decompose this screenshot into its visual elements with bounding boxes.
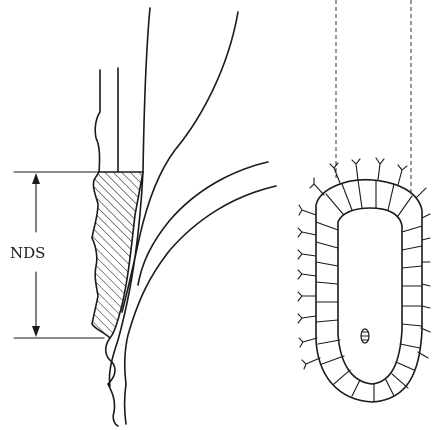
left-outer-contour-lower	[106, 338, 118, 426]
u-outer-contour	[316, 180, 422, 402]
u-inner-contour	[338, 208, 402, 384]
inner-lower-contour	[125, 384, 127, 424]
left-outer-contour-upper	[95, 70, 100, 172]
u-bristles	[298, 158, 430, 369]
nds-arrow-up	[32, 173, 40, 184]
nds-label: NDS	[10, 244, 45, 262]
nds-arrow-down	[32, 326, 40, 337]
central-oval-mark	[361, 329, 369, 343]
left-section-drawing: NDS	[10, 8, 276, 426]
right-u-drawing	[298, 0, 430, 402]
upper-branch-curve	[122, 12, 238, 312]
u-segment-lines	[316, 180, 422, 402]
lower-branch-curve	[125, 186, 276, 384]
